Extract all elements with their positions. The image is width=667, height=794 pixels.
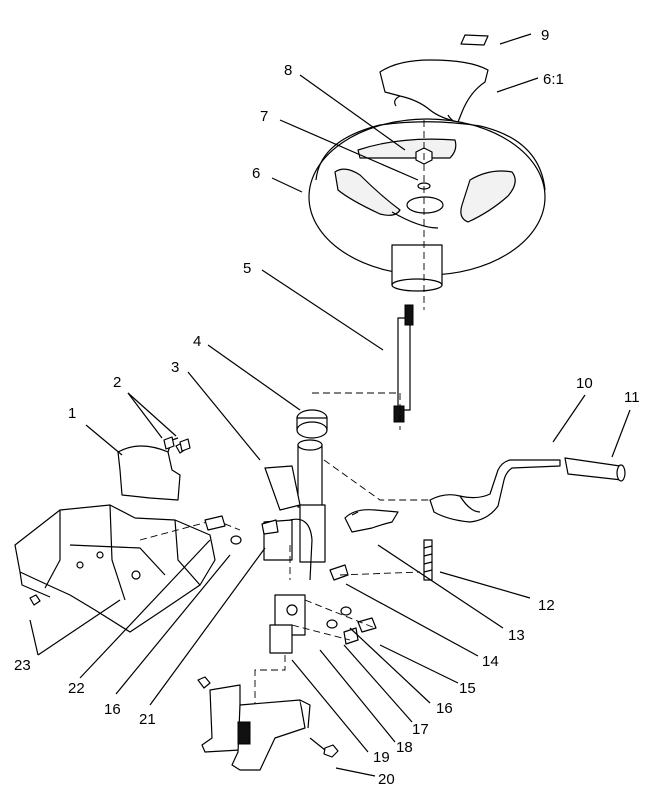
steering-wheel	[308, 118, 546, 292]
callout-8: 8	[284, 62, 292, 79]
callout-5: 5	[243, 260, 251, 277]
callout-16b: 16	[104, 701, 121, 718]
universal-joint	[254, 594, 306, 710]
callout-10: 10	[576, 375, 593, 392]
lower-bracket	[197, 676, 339, 771]
emblem	[460, 34, 489, 46]
callout-1: 1	[68, 405, 76, 422]
steering-shaft	[393, 120, 425, 423]
callout-12: 12	[538, 597, 555, 614]
lower-nut	[323, 744, 339, 758]
hardware	[291, 564, 421, 645]
callout-21: 21	[139, 711, 156, 728]
callout-13: 13	[508, 627, 525, 644]
callout-18: 18	[396, 739, 413, 756]
frame-bracket	[14, 437, 241, 633]
brake-handle	[429, 457, 626, 523]
callout-16a: 16	[436, 700, 453, 717]
callout-17: 17	[412, 721, 429, 738]
bolts-2	[163, 436, 191, 452]
callout-9: 9	[541, 27, 549, 44]
callout-4: 4	[193, 333, 201, 350]
callout-14: 14	[482, 653, 499, 670]
callout-7: 7	[260, 108, 268, 125]
callout-19: 19	[373, 749, 390, 766]
callouts: 9 6:1 8 7 6 5 4 3 2 1 10 11 12 13 14 15 …	[14, 27, 640, 788]
leader-lines	[29, 33, 631, 777]
callout-3: 3	[171, 359, 179, 376]
callout-6-1: 6:1	[543, 71, 564, 88]
bolts-16	[204, 515, 279, 545]
column-assembly	[263, 392, 430, 581]
callout-20: 20	[378, 771, 395, 788]
spring-and-plate	[344, 509, 433, 581]
callout-22: 22	[68, 680, 85, 697]
callout-6: 6	[252, 165, 260, 182]
steering-wheel-cap	[379, 34, 489, 123]
callout-2: 2	[113, 374, 121, 391]
callout-15: 15	[459, 680, 476, 697]
callout-23: 23	[14, 657, 31, 674]
callout-11: 11	[624, 389, 640, 406]
